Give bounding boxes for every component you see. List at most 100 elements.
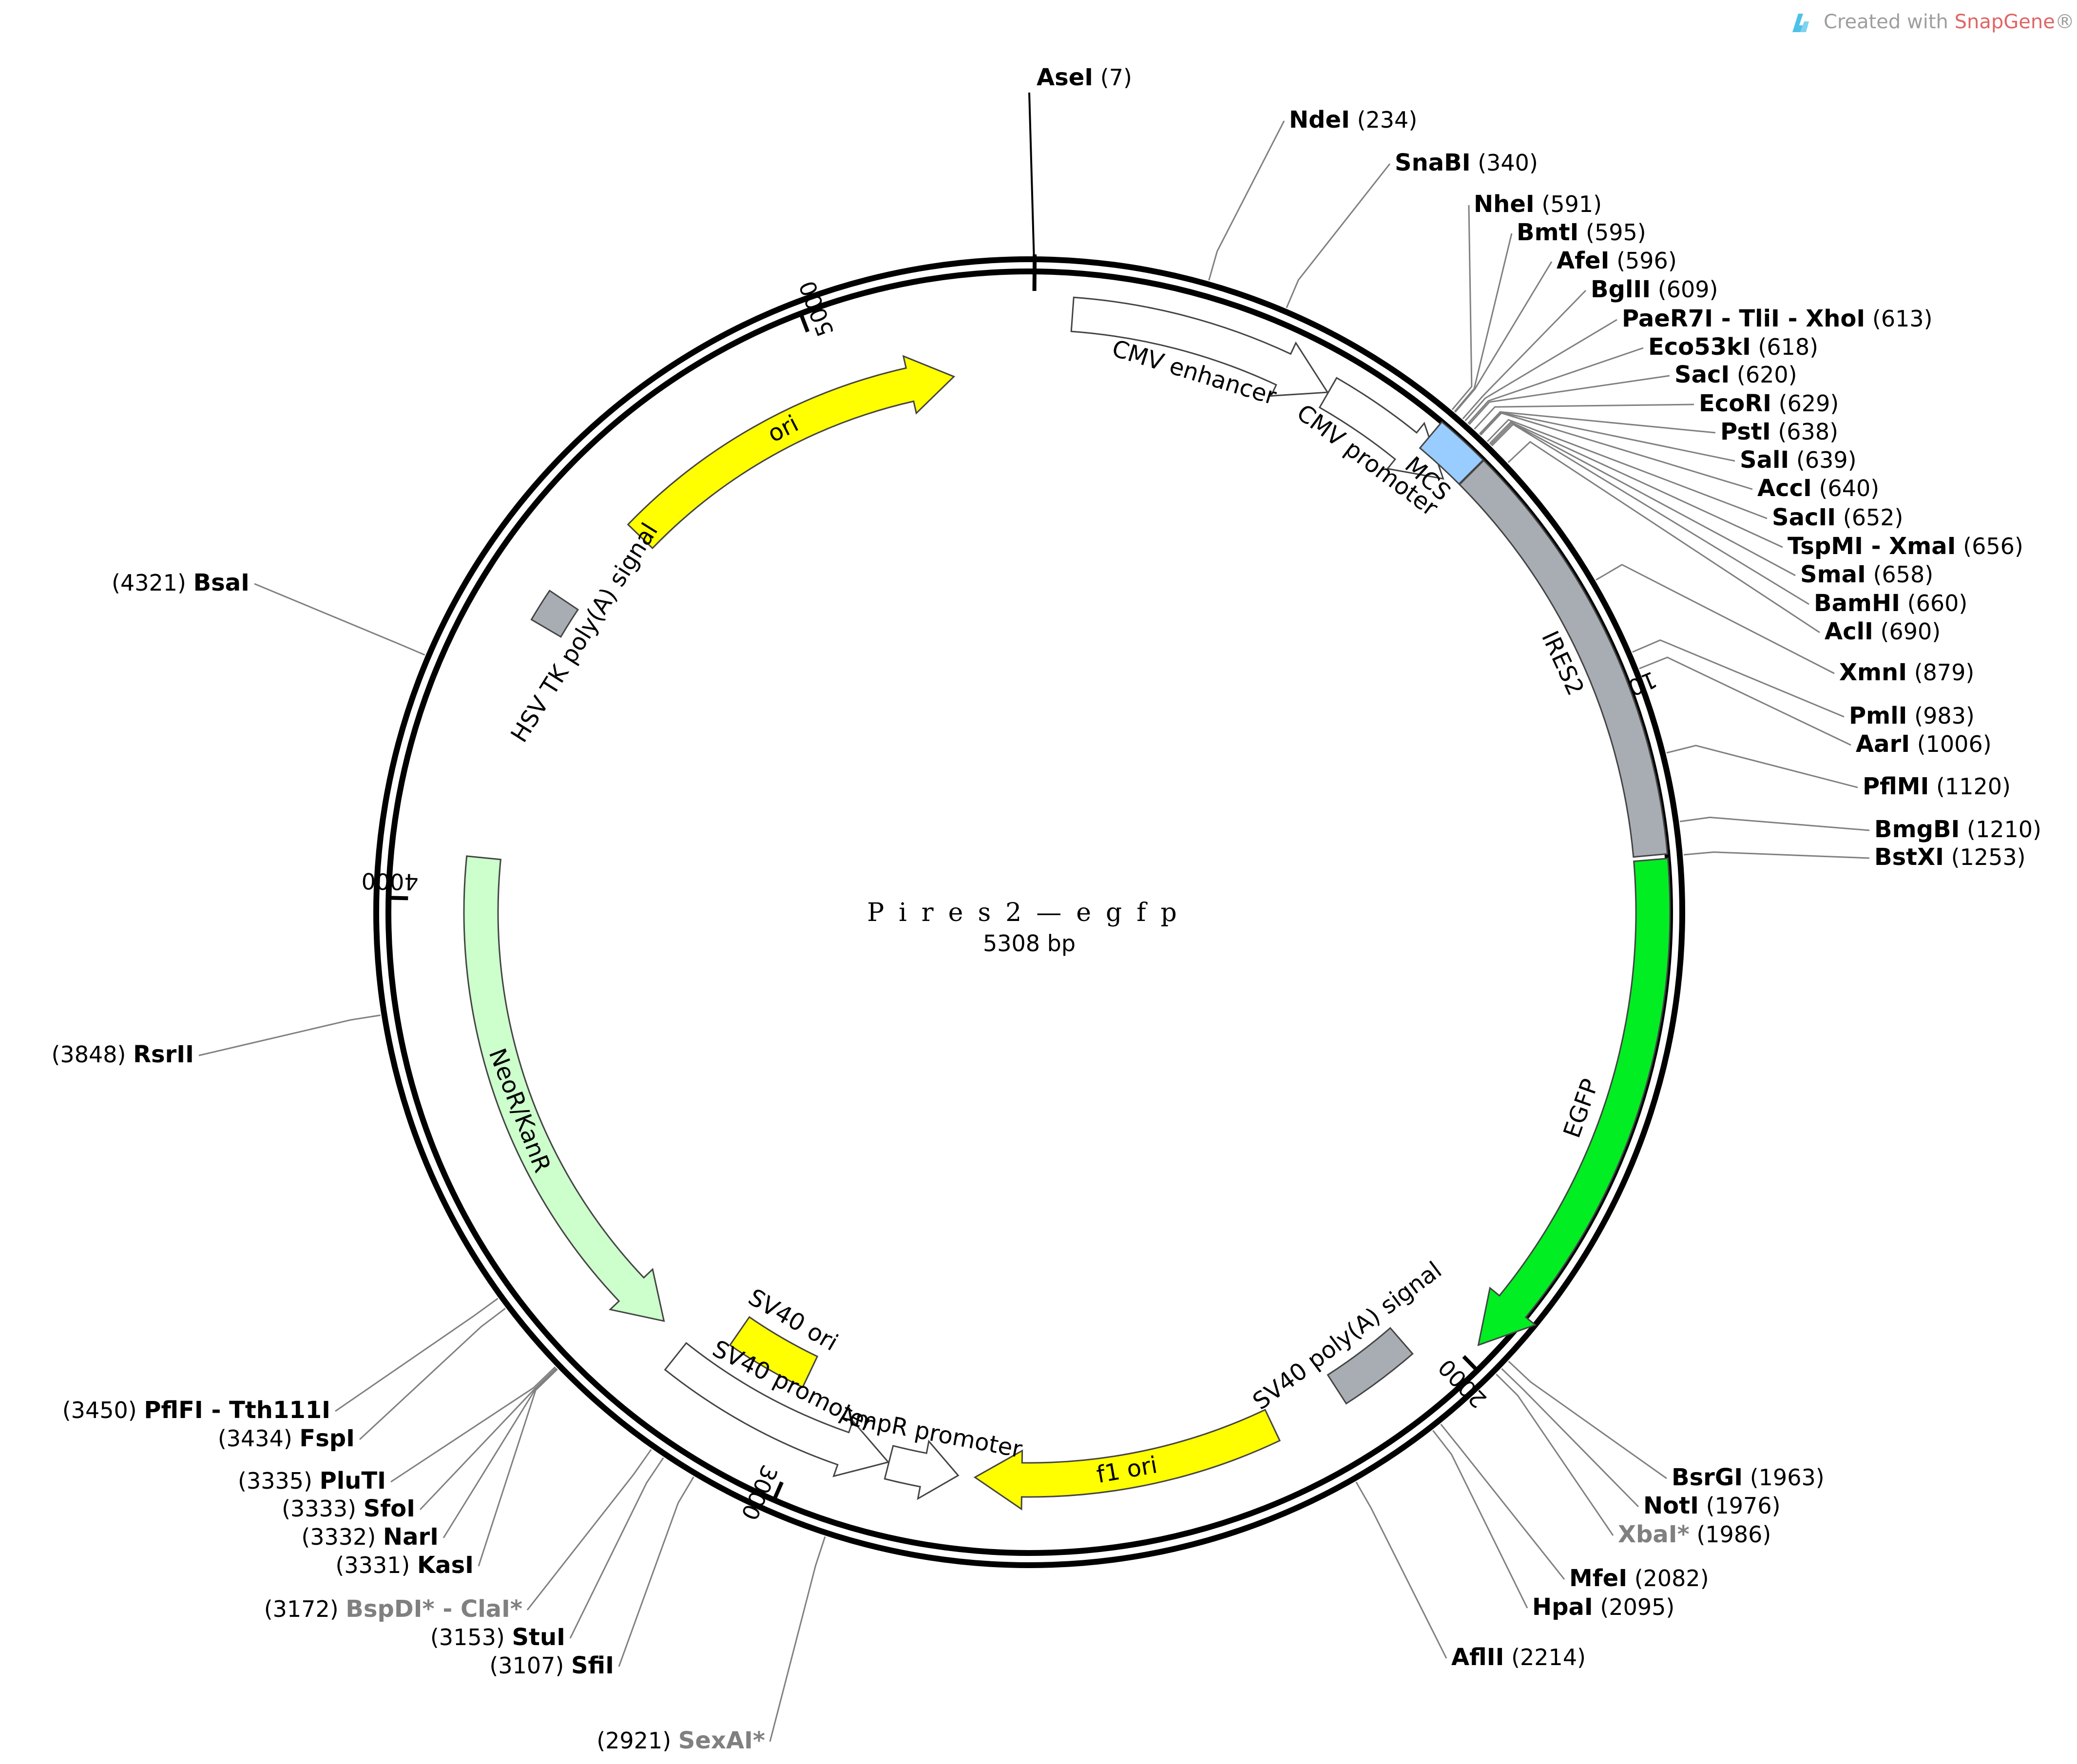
enzyme-hpai[interactable]: HpaI (2095): [1532, 1593, 1674, 1621]
enzyme-xbai[interactable]: XbaI* (1986): [1618, 1521, 1771, 1548]
leader-stui: [569, 1457, 664, 1639]
enzyme-pflfi-tth111i[interactable]: (3450) PflFI - Tth111I: [62, 1397, 330, 1424]
enzyme-sfoi[interactable]: (3333) SfoI: [282, 1495, 415, 1522]
enzyme-acci[interactable]: AccI (640): [1757, 475, 1879, 502]
enzyme-name: XbaI*: [1618, 1521, 1690, 1548]
feature-label-hsv-tk-poly-a-signal: HSV TK poly(A) signal: [505, 518, 663, 747]
feature-hsv-tk-poly-a-signal[interactable]: [530, 589, 579, 638]
feature-cmv-promoter[interactable]: [1318, 377, 1444, 480]
enzyme-position: (591): [1541, 191, 1602, 217]
leader-bamhi: [1491, 423, 1809, 605]
feature-f1-ori[interactable]: [973, 1409, 1281, 1511]
enzyme-gap: [1771, 419, 1778, 445]
enzyme-aflii[interactable]: AflII (2214): [1451, 1644, 1586, 1671]
feature-ampr-promoter[interactable]: [884, 1439, 960, 1500]
enzyme-position: (3848): [51, 1041, 126, 1068]
enzyme-sali[interactable]: SalI (639): [1740, 446, 1857, 474]
leader-bsrgi: [1508, 1361, 1667, 1479]
enzyme-bspdi-clai[interactable]: (3172) BspDI* - ClaI*: [264, 1595, 522, 1623]
enzyme-name: BmtI: [1517, 219, 1578, 246]
enzyme-name: AfeI: [1557, 247, 1609, 274]
enzyme-tspmi-xmai[interactable]: TspMI - XmaI (656): [1788, 533, 2023, 560]
enzyme-paer7i-tlii-xhoi[interactable]: PaeR7I - TliI - XhoI (613): [1622, 305, 1933, 332]
enzyme-psti[interactable]: PstI (638): [1720, 418, 1838, 445]
enzyme-bsai[interactable]: (4321) BsaI: [112, 569, 250, 596]
enzyme-asei[interactable]: AseI (7): [1037, 64, 1132, 91]
enzyme-name: HpaI: [1532, 1593, 1593, 1621]
leader-sali: [1480, 411, 1735, 462]
enzyme-sacii[interactable]: SacII (652): [1772, 504, 1903, 531]
enzyme-rsrii[interactable]: (3848) RsrII: [51, 1041, 194, 1068]
feature-cmv-enhancer[interactable]: [1070, 296, 1329, 397]
feature-sv40-ori[interactable]: [729, 1316, 819, 1388]
enzyme-kasi[interactable]: (3331) KasI: [335, 1552, 474, 1579]
enzyme-eco53ki[interactable]: Eco53kI (618): [1648, 333, 1818, 361]
enzyme-afei[interactable]: AfeI (596): [1557, 247, 1677, 274]
enzyme-position: (2095): [1600, 1594, 1674, 1620]
enzyme-pflmi[interactable]: PflMI (1120): [1863, 773, 2011, 800]
enzyme-name: AarI: [1856, 730, 1910, 758]
enzyme-name: PluTI: [320, 1467, 386, 1495]
enzyme-name: BsrGI: [1672, 1464, 1743, 1491]
enzyme-gap: [1751, 334, 1758, 360]
credit-text: Created with SnapGene®: [1824, 11, 2075, 33]
enzyme-gap: [1350, 107, 1357, 133]
enzyme-name: AseI: [1037, 64, 1093, 91]
leader-tspmi-xmai: [1489, 421, 1783, 548]
enzyme-gap: [1836, 504, 1843, 531]
enzyme-position: (658): [1873, 561, 1933, 588]
enzyme-name: RsrII: [133, 1041, 194, 1068]
feature-egfp[interactable]: [1477, 857, 1671, 1346]
enzyme-stui[interactable]: (3153) StuI: [430, 1624, 565, 1651]
enzyme-position: (3153): [430, 1624, 505, 1650]
leader-bsai: [254, 583, 425, 656]
enzyme-name: BsaI: [193, 569, 250, 596]
enzyme-nari[interactable]: (3332) NarI: [301, 1523, 439, 1551]
enzyme-name: NdeI: [1289, 106, 1350, 134]
enzyme-nhei[interactable]: NheI (591): [1474, 191, 1602, 218]
enzyme-name: MfeI: [1569, 1565, 1627, 1592]
enzyme-aari[interactable]: AarI (1006): [1856, 730, 1992, 758]
enzyme-bmti[interactable]: BmtI (595): [1517, 219, 1646, 246]
enzyme-sfii[interactable]: (3107) SfiI: [489, 1652, 614, 1679]
enzyme-xmni[interactable]: XmnI (879): [1839, 659, 1974, 686]
enzyme-name: NarI: [383, 1523, 439, 1551]
enzyme-gap: [356, 1496, 364, 1522]
backbone-outer-ring: [373, 256, 1685, 1568]
enzyme-mfei[interactable]: MfeI (2082): [1569, 1565, 1709, 1592]
enzyme-noti[interactable]: NotI (1976): [1643, 1492, 1781, 1519]
enzyme-position: (3335): [238, 1468, 312, 1494]
enzyme-name: NheI: [1474, 191, 1535, 218]
leader-bspdi-clai: [526, 1449, 652, 1611]
enzyme-bglii[interactable]: BglII (609): [1591, 276, 1718, 303]
enzyme-pluti[interactable]: (3335) PluTI: [238, 1467, 386, 1495]
enzyme-position: (234): [1357, 107, 1418, 133]
enzyme-ndei[interactable]: NdeI (234): [1289, 106, 1417, 134]
enzyme-gap: [1907, 703, 1915, 729]
enzyme-bmgbi[interactable]: BmgBI (1210): [1874, 816, 2041, 843]
enzyme-gap: [410, 1552, 417, 1578]
enzyme-snabi[interactable]: SnaBI (340): [1395, 149, 1538, 176]
enzyme-gap: [312, 1468, 320, 1494]
enzyme-acli[interactable]: AclI (690): [1825, 618, 1941, 645]
enzyme-bsrgi[interactable]: BsrGI (1963): [1672, 1464, 1825, 1491]
leader-nhei: [1451, 205, 1473, 410]
feature-ires2[interactable]: [1458, 459, 1669, 858]
enzyme-name: SexAI*: [678, 1727, 765, 1754]
enzyme-bamhi[interactable]: BamHI (660): [1814, 590, 1967, 617]
enzyme-ecori[interactable]: EcoRI (629): [1699, 390, 1839, 417]
enzyme-fspi[interactable]: (3434) FspI: [218, 1425, 355, 1452]
feature-sv40-poly-a-signal[interactable]: [1327, 1327, 1414, 1405]
enzyme-gap: [1627, 1565, 1635, 1591]
leader-smai: [1490, 422, 1796, 576]
feature-sv40-promoter[interactable]: [664, 1342, 890, 1477]
enzyme-bstxi[interactable]: BstXI (1253): [1874, 844, 2026, 871]
enzyme-gap: [1771, 390, 1779, 417]
enzyme-pmli[interactable]: PmlI (983): [1849, 702, 1975, 729]
enzyme-position: (596): [1616, 248, 1677, 274]
enzyme-smai[interactable]: SmaI (658): [1800, 561, 1933, 588]
enzyme-saci[interactable]: SacI (620): [1674, 361, 1797, 388]
enzyme-sexai[interactable]: (2921) SexAI*: [596, 1727, 765, 1754]
feature-neor-kanr[interactable]: [463, 855, 665, 1322]
feature-ori[interactable]: [627, 355, 956, 550]
